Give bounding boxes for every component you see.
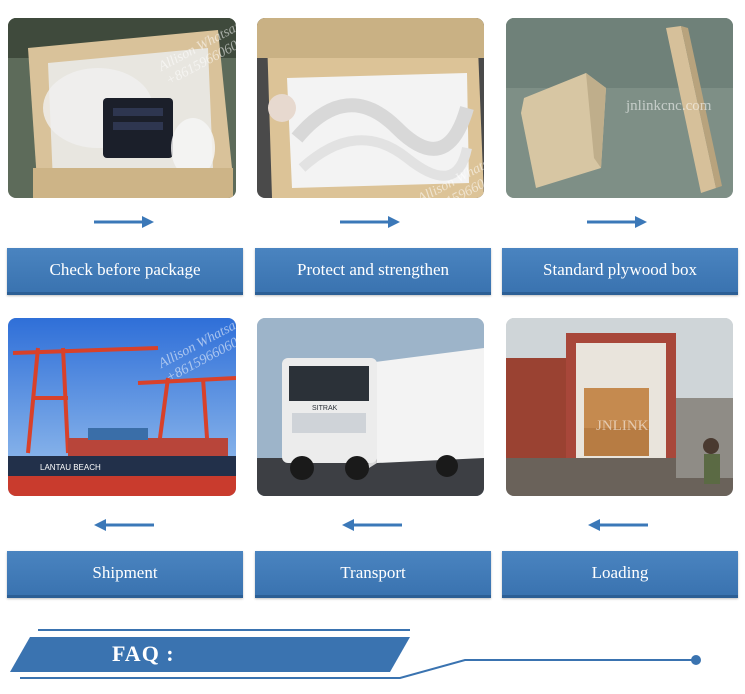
container-ship-cranes-image: LANTAU BEACH (8, 318, 236, 496)
faq-banner (10, 629, 701, 679)
photo-check-before-package: Allison Whatsapp+8615966060793 (8, 18, 236, 198)
faq-dot-icon (691, 655, 701, 665)
step-label-check-before-package: Check before package (7, 248, 243, 295)
step-label-shipment: Shipment (7, 551, 243, 598)
photo-protect-and-strengthen: Allison Whatsapp+8615966060793 (257, 18, 484, 198)
truck-image: SITRAK (257, 318, 484, 496)
right-arrow-icon (587, 216, 647, 228)
right-arrow-icon (340, 216, 400, 228)
truck-brand-text: SITRAK (312, 405, 338, 412)
left-arrow-icon (94, 519, 154, 531)
step-label-standard-plywood-box: Standard plywood box (502, 248, 738, 295)
left-arrow-icon (588, 519, 648, 531)
step-label-protect-and-strengthen: Protect and strengthen (255, 248, 491, 295)
ship-name-text: LANTAU BEACH (40, 463, 101, 472)
faq-title: FAQ : (112, 641, 175, 666)
step-label-loading: Loading (502, 551, 738, 598)
photo-transport: SITRAK (257, 318, 484, 496)
container-loading-image (506, 318, 733, 496)
photo-loading: JNLINK (506, 318, 733, 496)
left-arrow-icon (342, 519, 402, 531)
photo-shipment: LANTAU BEACH Allison Whatsapp+8615966060… (8, 318, 236, 496)
step-label-transport: Transport (255, 551, 491, 598)
plywood-boxes-image (506, 18, 733, 198)
right-arrow-icon (94, 216, 154, 228)
crate-with-controller-image (8, 18, 236, 198)
photo-standard-plywood-box: jnlinkcnc.com (506, 18, 733, 198)
crate-with-foam-image (257, 18, 484, 198)
